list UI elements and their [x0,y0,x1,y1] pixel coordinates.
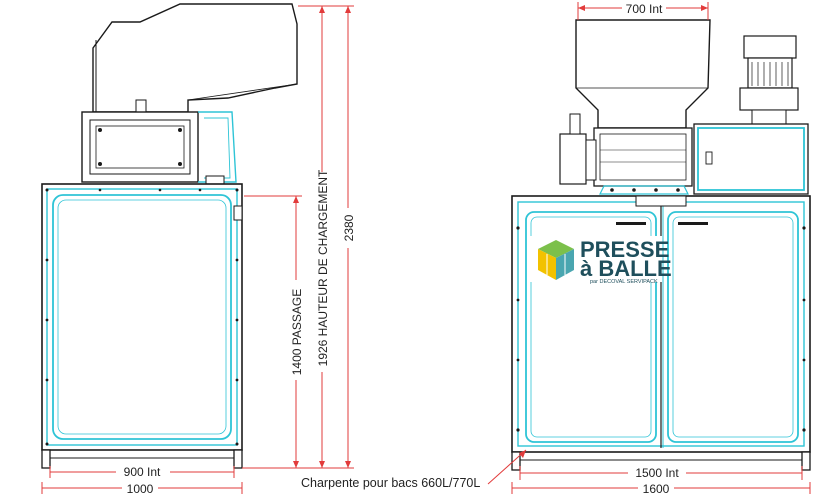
dim-hopper-width-int: 700 Int [626,2,663,16]
logo-tagline: par DECOVAL SERVIPACK [590,279,658,285]
logo-line1: PRESSE [580,237,669,262]
dim-side-width-int: 900 Int [124,465,161,479]
side-view [41,3,298,469]
logo-line2: à BALLE [580,256,672,281]
side-grinder-box [81,111,199,183]
front-hopper [575,19,711,129]
dim-front-width-ext: 1600 [643,482,670,496]
electrical-box [693,123,809,195]
dim-side-width-ext: 1000 [127,482,154,496]
dim-passage-height: 1400 PASSAGE [290,289,304,376]
presse-a-balle-logo: PRESSE à BALLE par DECOVAL SERVIPACK [530,236,672,285]
dim-loading-height: 1926 HAUTEUR DE CHARGEMENT [316,169,330,366]
dim-front-width-int: 1500 Int [635,466,679,480]
dim-total-height: 2380 [342,214,356,241]
frame-note: Charpente pour bacs 660L/770L [301,476,480,490]
side-hopper [92,3,298,113]
cube-logo-icon [538,240,574,280]
side-frame [41,183,243,451]
